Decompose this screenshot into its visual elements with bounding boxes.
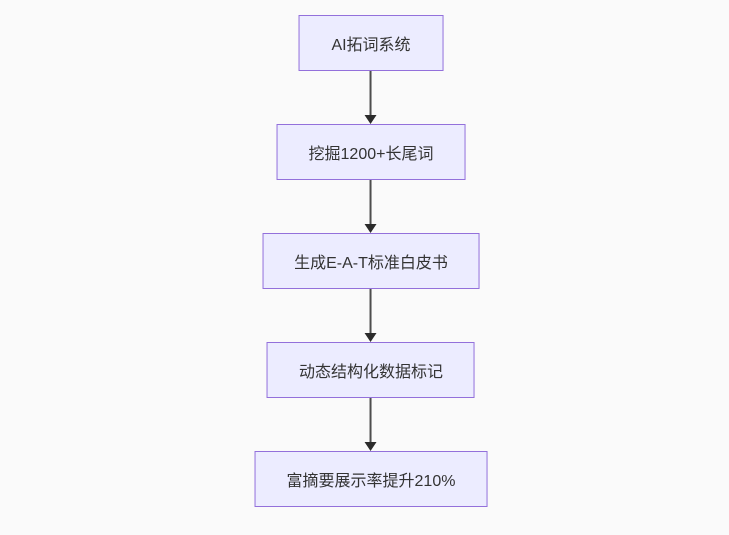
flow-node-ai-word-expansion-system: AI拓词系统 bbox=[298, 15, 444, 71]
flowchart: AI拓词系统 挖掘1200+长尾词 生成E-A-T标准白皮书 动态结构化数据标记… bbox=[254, 15, 488, 507]
arrow-line bbox=[370, 71, 372, 115]
arrow-line bbox=[370, 398, 372, 442]
arrowhead-down-icon bbox=[365, 115, 377, 124]
flow-arrow-3 bbox=[365, 289, 377, 342]
arrowhead-down-icon bbox=[365, 333, 377, 342]
flow-node-mine-longtail-keywords: 挖掘1200+长尾词 bbox=[276, 124, 466, 180]
arrow-line bbox=[370, 180, 372, 224]
flow-node-dynamic-structured-data-markup: 动态结构化数据标记 bbox=[266, 342, 475, 398]
flow-arrow-1 bbox=[365, 71, 377, 124]
arrowhead-down-icon bbox=[365, 442, 377, 451]
arrow-line bbox=[370, 289, 372, 333]
flow-arrow-4 bbox=[365, 398, 377, 451]
flow-node-rich-snippet-rate-increase: 富摘要展示率提升210% bbox=[254, 451, 488, 507]
flow-arrow-2 bbox=[365, 180, 377, 233]
arrowhead-down-icon bbox=[365, 224, 377, 233]
flow-node-generate-eat-whitepaper: 生成E-A-T标准白皮书 bbox=[262, 233, 480, 289]
